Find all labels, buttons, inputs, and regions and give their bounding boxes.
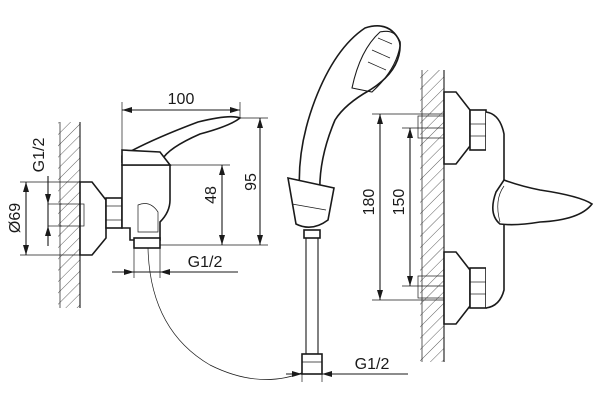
hose-nut <box>301 353 323 375</box>
front-lever <box>492 179 594 226</box>
hose-curve <box>147 247 305 380</box>
dim-48-label: 48 <box>203 186 220 204</box>
wall-holder <box>287 176 335 228</box>
outlet-connector <box>133 237 161 249</box>
dim-thread-bottom-label: G1/2 <box>188 254 223 271</box>
lower-escutcheon <box>443 251 471 325</box>
wall-thread <box>59 203 85 227</box>
front-view: 180 150 <box>361 70 594 362</box>
lower-nut <box>469 267 487 309</box>
dim-95-label: 95 <box>243 173 260 191</box>
dim-diameter-69-label: Ø69 <box>7 203 24 233</box>
handshower-assembly: G1/2 <box>286 25 408 382</box>
dim-thread-hose-label: G1/2 <box>355 356 390 373</box>
nut <box>105 197 123 229</box>
side-view: 100 95 48 Ø69 G1/2 G1/2 <box>7 91 305 380</box>
wall-hatch-right <box>420 70 444 362</box>
upper-nut <box>469 109 487 151</box>
dim-150-label: 150 <box>391 189 408 216</box>
wall-hatch-left <box>58 122 80 308</box>
dim-180-label: 180 <box>361 189 378 216</box>
dim-thread-side-label: G1/2 <box>31 138 48 173</box>
handshower <box>298 25 401 197</box>
dim-100-label: 100 <box>168 91 195 108</box>
mixer-body <box>121 164 171 241</box>
braided-hose <box>305 235 319 355</box>
upper-escutcheon <box>443 91 471 165</box>
